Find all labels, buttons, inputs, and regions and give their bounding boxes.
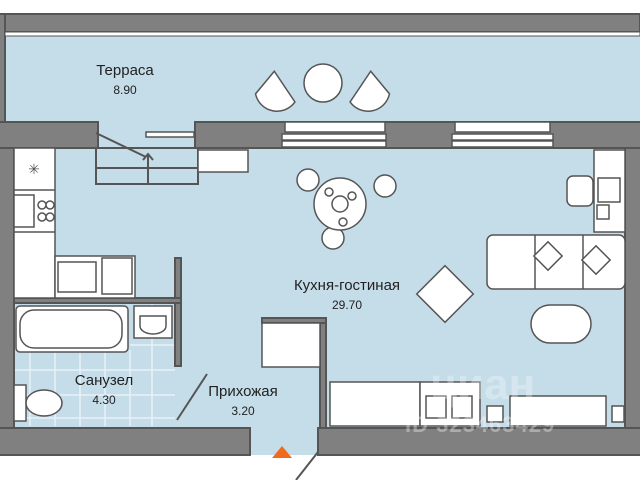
room-name: Терраса	[96, 62, 154, 79]
dining-table	[296, 168, 397, 250]
terrace-furniture	[254, 63, 391, 112]
entrance-door[interactable]	[295, 451, 319, 480]
room-area: 8.90	[113, 83, 137, 97]
entrance-marker-icon	[272, 446, 292, 458]
sofa	[415, 234, 626, 344]
desk	[566, 149, 626, 233]
room-area: 29.70	[331, 298, 363, 312]
room-name: Кухня-гостиная	[293, 277, 401, 294]
windows	[145, 121, 554, 148]
room-name: Санузел	[74, 372, 134, 389]
room-label-living: Кухня-гостиная 29.70	[294, 277, 400, 312]
walls	[0, 13, 640, 456]
bathroom-door[interactable]	[176, 373, 208, 421]
bathroom-fixtures	[13, 305, 173, 422]
room-label-terrace: Терраса 8.90	[96, 62, 154, 97]
room-label-bathroom: Санузел 4.30	[75, 372, 133, 407]
watermark-logo: циан	[430, 360, 536, 409]
room-label-hallway: Прихожая 3.20	[208, 383, 278, 418]
bookshelf	[197, 149, 249, 173]
kitchen-counter	[13, 147, 136, 299]
room-area: 3.20	[231, 404, 255, 418]
room-name: Прихожая	[208, 383, 278, 400]
wardrobe	[261, 322, 625, 427]
fridge-icon: ✳	[28, 161, 40, 177]
room-area: 4.30	[92, 393, 116, 407]
watermark-id: ID 323463429	[405, 412, 556, 437]
